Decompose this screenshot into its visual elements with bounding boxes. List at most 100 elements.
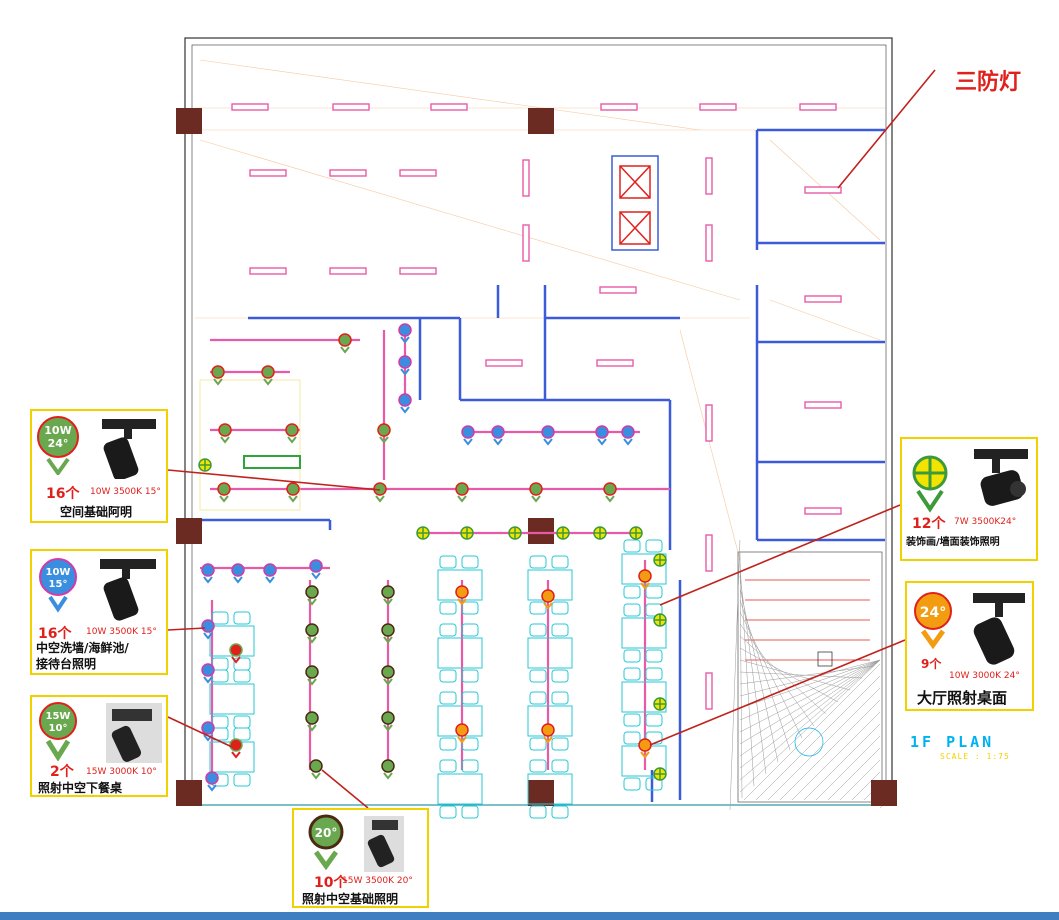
chair [439,601,457,615]
badge-line-1: 10W [44,424,71,437]
elevator [611,155,659,251]
spotlight-symbol [491,425,505,446]
leader-lines [167,69,936,809]
wall-spot-symbol [416,526,430,540]
chair [623,667,641,681]
dining-table [621,617,667,649]
badge-line-1: 24° [920,605,946,621]
badge-line-2: 10° [49,723,68,734]
spotlight-symbol [286,482,300,503]
spotlight-photo [106,703,162,763]
spotlight-symbol [381,585,395,606]
callout-dining-table: 15W 10° 2个 15W 3000K 10° 照射中空下餐桌 [30,695,168,797]
linear-fixture [430,103,468,111]
fixture-caption: 空间基础阿明 [60,505,133,519]
chair [529,737,547,751]
spotlight-symbol [305,585,319,606]
bottom-bar [0,912,1059,920]
spotlight-symbol [377,423,391,444]
callout-wall-wash: 10W 15° 16个 10W 3500K 15° 中空洗墙/海鲜池/ 接待台照… [30,549,168,675]
spotlight-symbol [261,365,275,386]
linear-fixture [705,672,713,710]
spotlight-symbol [231,563,245,584]
spotlight-symbol [205,771,219,792]
spotlight-symbol [381,623,395,644]
chair [645,777,663,791]
dining-furniture [209,539,667,819]
spotlight-symbol [305,623,319,644]
spotlight-symbol [201,563,215,584]
fixture-spec: 15W 3500K 20° [342,876,413,886]
spotlight-symbol [529,482,543,503]
spotlight-symbol [455,482,469,503]
chair [439,691,457,705]
linear-fixture [522,159,530,197]
linear-fixture [596,359,634,367]
chair [461,759,479,773]
wall-spot-symbol [653,697,667,711]
wall-spot-symbol [653,613,667,627]
wall-spot-symbol [198,458,212,472]
chair [439,737,457,751]
linear-fixture [705,534,713,572]
spotlight-photo [364,816,404,872]
chair [211,611,229,625]
fixture-spec: 10W 3500K 15° [86,627,157,637]
linear-fixture [329,169,367,177]
spotlight-symbol [398,393,412,414]
spotlight-symbol [229,738,243,759]
dining-table [527,773,573,805]
chair [439,555,457,569]
chair [461,623,479,637]
wall-spot-symbol [653,767,667,781]
fixture-caption-line-1: 中空洗墙/海鲜池/ [36,641,129,655]
linear-fixture [599,286,637,294]
chair [461,601,479,615]
spotlight-symbol [455,723,469,744]
linear-fixture [249,169,287,177]
spotlight-symbol [461,425,475,446]
badge-15w-10-icon: 15W 10° [39,702,77,761]
chair [551,759,569,773]
spotlight-symbol [285,423,299,444]
linear-fixture [399,169,437,177]
chair [439,669,457,683]
track-spotlight-photo [965,589,1031,669]
spotlight-symbol [595,425,609,446]
structural-columns [176,108,897,806]
dining-table [621,681,667,713]
chair [233,773,251,787]
spotlight-symbol [541,425,555,446]
service-stair [199,379,301,511]
chair [439,759,457,773]
track-spotlight-photo [94,415,164,481]
linear-fixture [699,103,737,111]
linear-fixture [705,157,713,195]
wall-spot-symbol [653,553,667,567]
callout-wall-decor: 12个 7W 3500K24° 装饰画/墙面装饰照明 [900,437,1038,561]
spotlight-symbol [217,482,231,503]
linear-fixture [249,267,287,275]
spotlight-symbol [381,711,395,732]
chair [529,623,547,637]
plan-scale: SCALE : 1:75 [940,752,1010,761]
badge-10w-15-icon: 10W 15° [39,558,77,613]
spotlight-symbol [309,559,323,580]
chair [623,777,641,791]
wall-spot-symbol [556,526,570,540]
spotlight-symbol [211,365,225,386]
wall-spot-symbol [508,526,522,540]
wall-spot-symbol-icon [912,455,948,513]
callout-base-lighting: 10W 24° 16个 10W 3500K 15° 空间基础阿明 [30,409,168,523]
chair [529,759,547,773]
spotlight-symbol [603,482,617,503]
spotlight-symbol [455,585,469,606]
spotlight-symbol [638,569,652,590]
spotlight-symbol [541,723,555,744]
three-proof-light-label: 三防灯 [955,70,1022,95]
spotlight-symbol [305,711,319,732]
wall-spot-symbol [629,526,643,540]
interior-walls [192,128,885,802]
chair [233,715,251,729]
linear-fixture [399,267,437,275]
